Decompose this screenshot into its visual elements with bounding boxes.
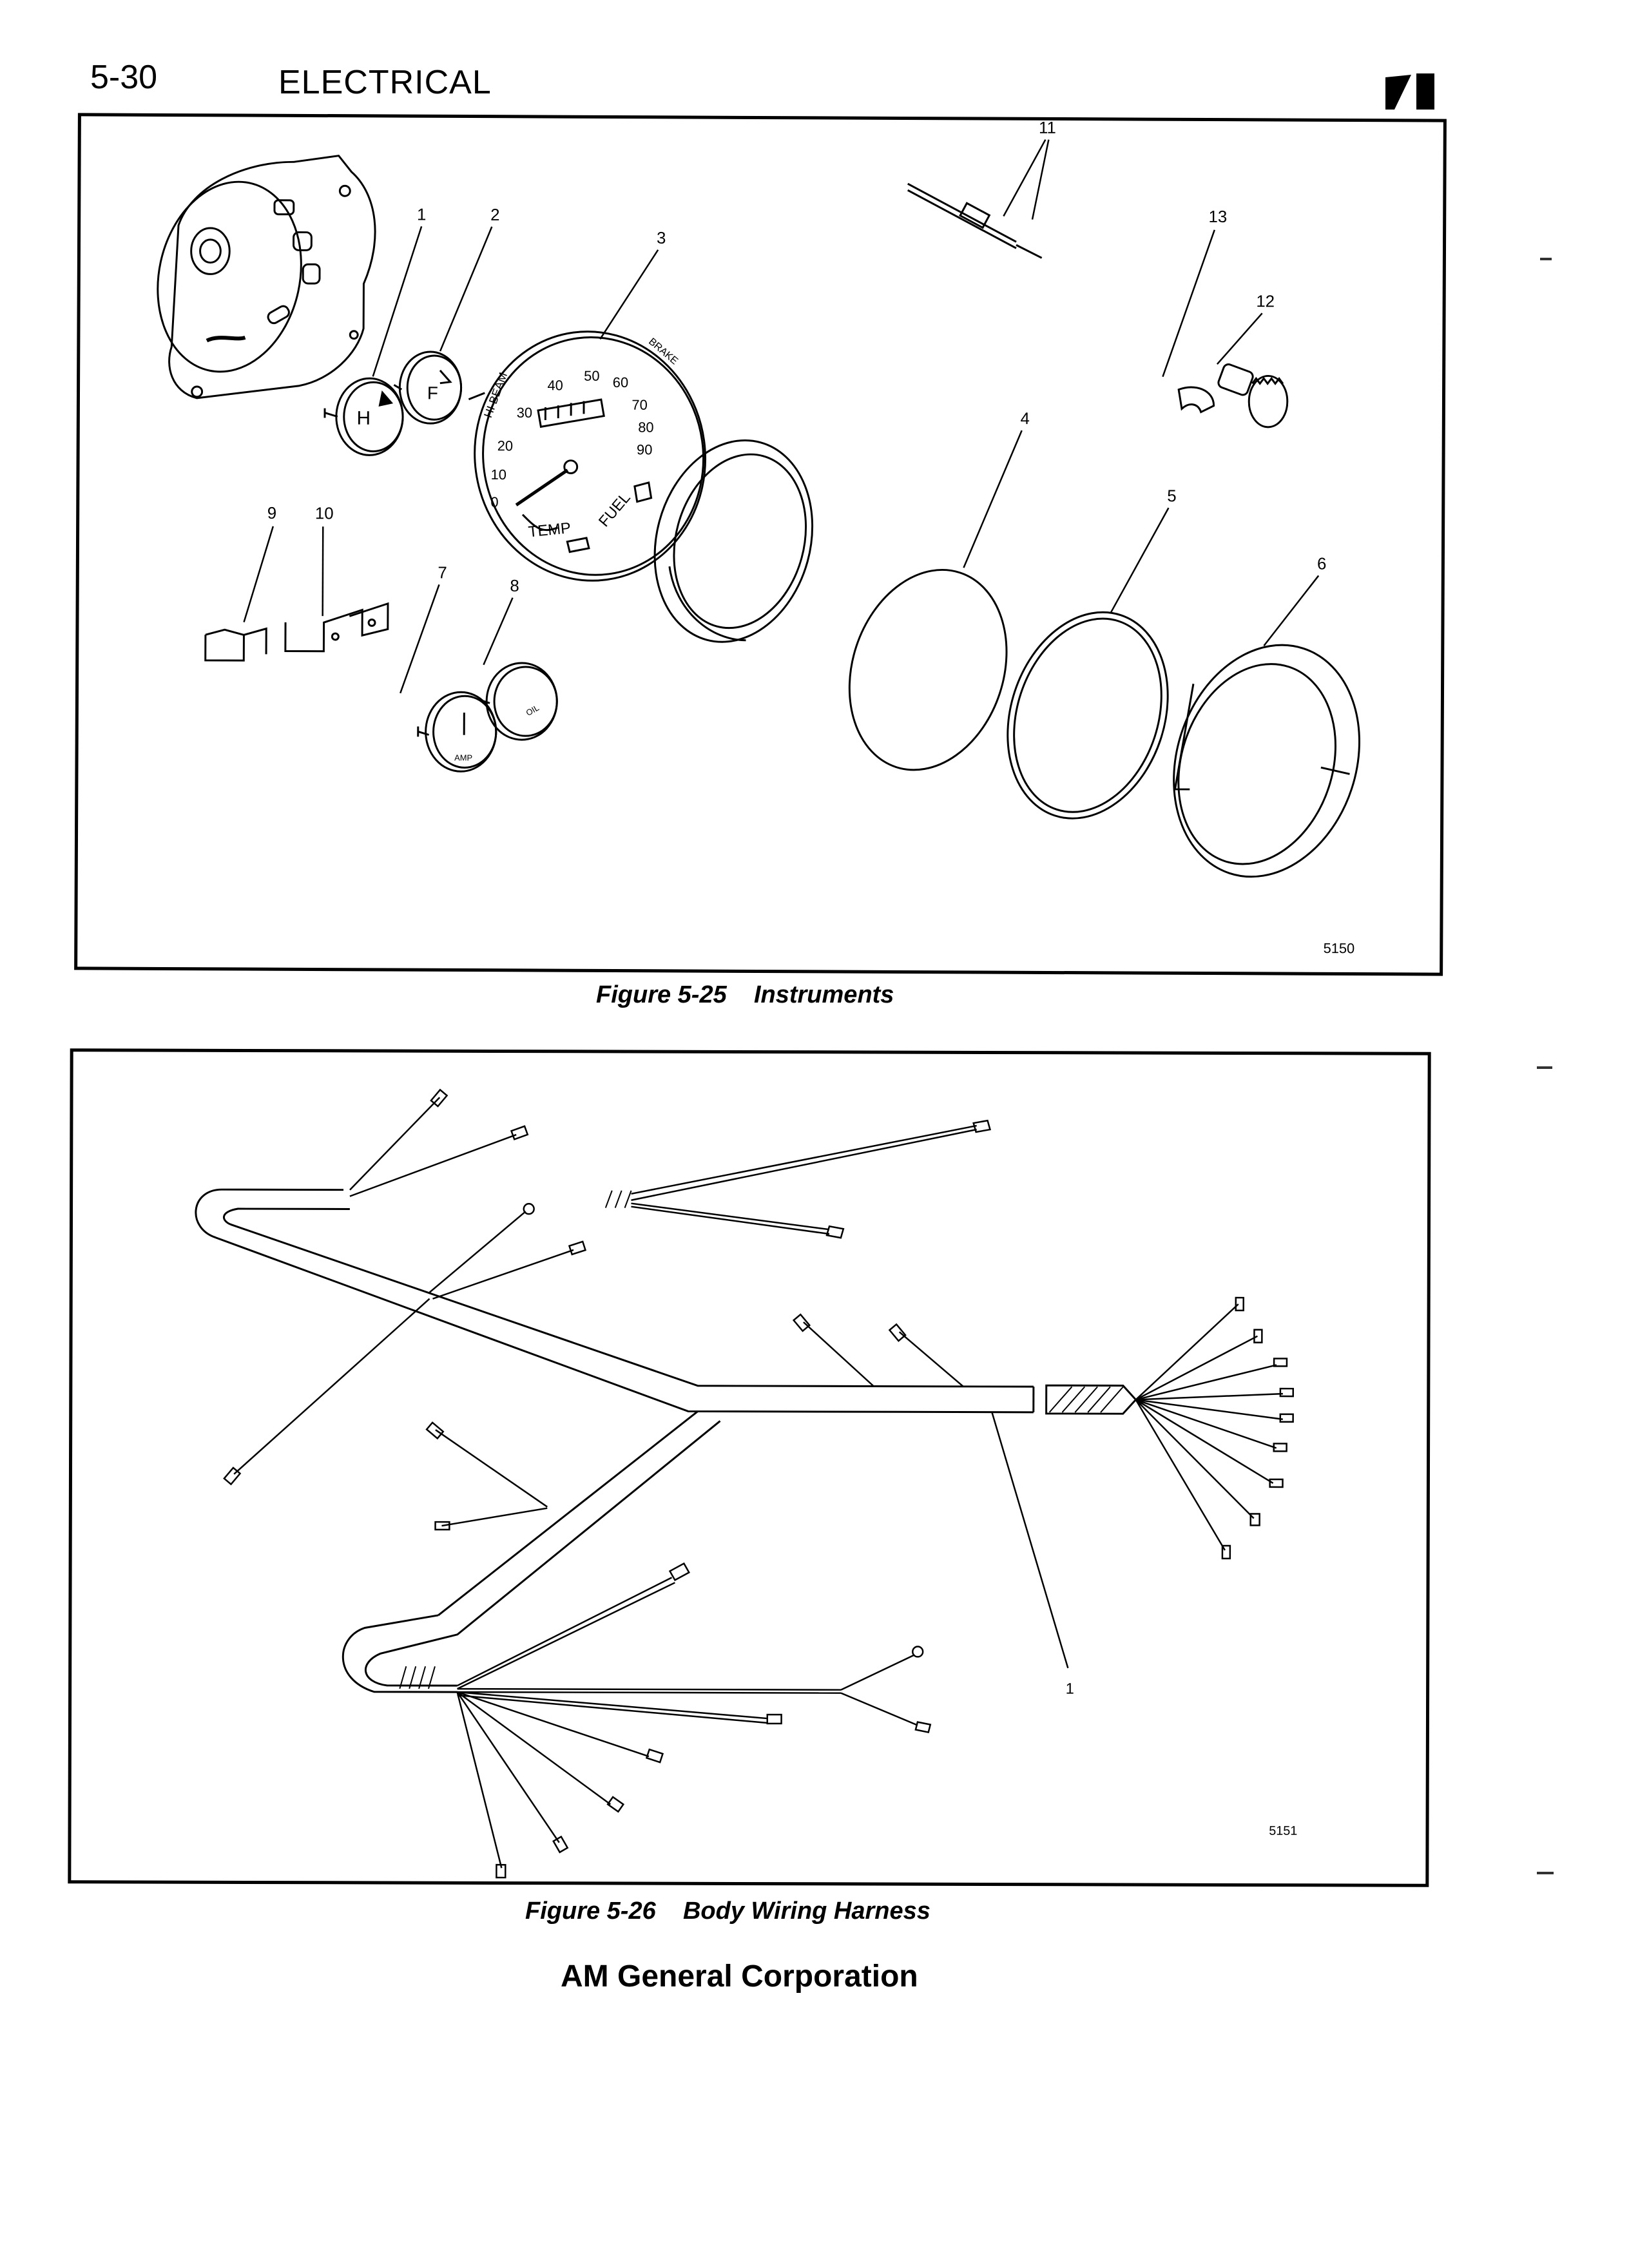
middle-breakout-wires — [223, 1203, 964, 1486]
callout-2: 2 — [490, 206, 499, 224]
callout-5: 5 — [1167, 487, 1176, 505]
svg-text:10: 10 — [491, 466, 506, 483]
figure-caption-body-wiring-harness: Figure 5-26 Body Wiring Harness — [525, 1898, 930, 1925]
callout-12: 12 — [1256, 293, 1275, 311]
callout-7: 7 — [438, 564, 447, 582]
hi-beam-label: HI BEAM — [481, 370, 510, 419]
svg-text:40: 40 — [548, 377, 563, 393]
wiring-harness-illustration: 1 5151 — [195, 1088, 1297, 1879]
lower-breakout-wires — [425, 1421, 932, 1879]
callout-11: 11 — [1039, 119, 1056, 137]
speed-scale: 0 10 20 30 40 50 60 70 80 90 — [490, 368, 653, 510]
mounting-bracket-9 — [204, 627, 267, 662]
right-fanout-wires — [1135, 1296, 1295, 1560]
art-number-5150: 5150 — [1324, 940, 1355, 956]
retaining-ring — [1173, 644, 1361, 878]
oil-label: OIL — [525, 703, 541, 718]
retaining-clip — [1177, 386, 1215, 414]
figure-caption-instruments: Figure 5-25 Instruments — [596, 981, 894, 1008]
page-header: 5-30 ELECTRICAL — [0, 0, 1629, 129]
svg-text:80: 80 — [638, 419, 653, 435]
figure-body-wiring-harness: 1 5151 — [68, 1048, 1431, 1887]
temp-h-label: H — [357, 408, 371, 429]
section-title: ELECTRICAL — [278, 64, 492, 101]
drive-gear — [1217, 363, 1289, 428]
svg-text:20: 20 — [497, 437, 513, 454]
page-number: 5-30 — [90, 59, 158, 96]
svg-text:50: 50 — [584, 368, 599, 384]
callout-13: 13 — [1208, 208, 1227, 226]
amp-label: AMP — [454, 753, 472, 762]
am-general-logo-icon — [1385, 73, 1434, 110]
figure-instruments: 1 2 3 4 5 6 7 8 9 10 11 12 13 HI BEAM BR… — [74, 113, 1447, 976]
footer-company: AM General Corporation — [561, 1959, 918, 1994]
gauge-bezel — [653, 439, 814, 643]
callout-harness-1: 1 — [1066, 1680, 1074, 1698]
art-number-5151: 5151 — [1269, 1824, 1297, 1838]
svg-text:30: 30 — [517, 405, 532, 421]
margin-mark — [1537, 1872, 1554, 1874]
speedometer — [468, 331, 707, 582]
mounting-bracket-10 — [284, 602, 389, 653]
oil-gauge — [479, 662, 558, 741]
callout-4: 4 — [1021, 410, 1030, 428]
fuel-gauge — [393, 351, 463, 425]
svg-text:70: 70 — [631, 397, 647, 413]
speedometer-cable — [907, 182, 1043, 259]
margin-mark — [1540, 258, 1552, 260]
callout-10: 10 — [315, 505, 334, 523]
fuel-label: FUEL — [595, 489, 634, 530]
gauge-lens — [848, 568, 1008, 771]
callout-8: 8 — [510, 577, 519, 595]
callout-3: 3 — [657, 229, 666, 247]
svg-text:60: 60 — [613, 374, 628, 390]
temp-gauge — [323, 377, 404, 456]
cluster-housing — [157, 155, 376, 399]
margin-mark — [1537, 1066, 1552, 1069]
instruments-illustration: 1 2 3 4 5 6 7 8 9 10 11 12 13 HI BEAM BR… — [157, 119, 1361, 956]
fuel-f-label: F — [427, 383, 438, 403]
amp-gauge — [417, 691, 497, 773]
callout-6: 6 — [1317, 555, 1326, 573]
callout-9: 9 — [267, 505, 276, 523]
harness-trunk-outer — [195, 1188, 1034, 1414]
gasket-ring — [1007, 611, 1169, 820]
temp-label: TEMP — [528, 519, 572, 541]
svg-text:90: 90 — [637, 441, 652, 457]
callout-1: 1 — [417, 206, 426, 224]
harness-cut-section — [1045, 1384, 1137, 1415]
upper-breakout-wires — [349, 1088, 992, 1239]
svg-text:0: 0 — [490, 494, 498, 510]
